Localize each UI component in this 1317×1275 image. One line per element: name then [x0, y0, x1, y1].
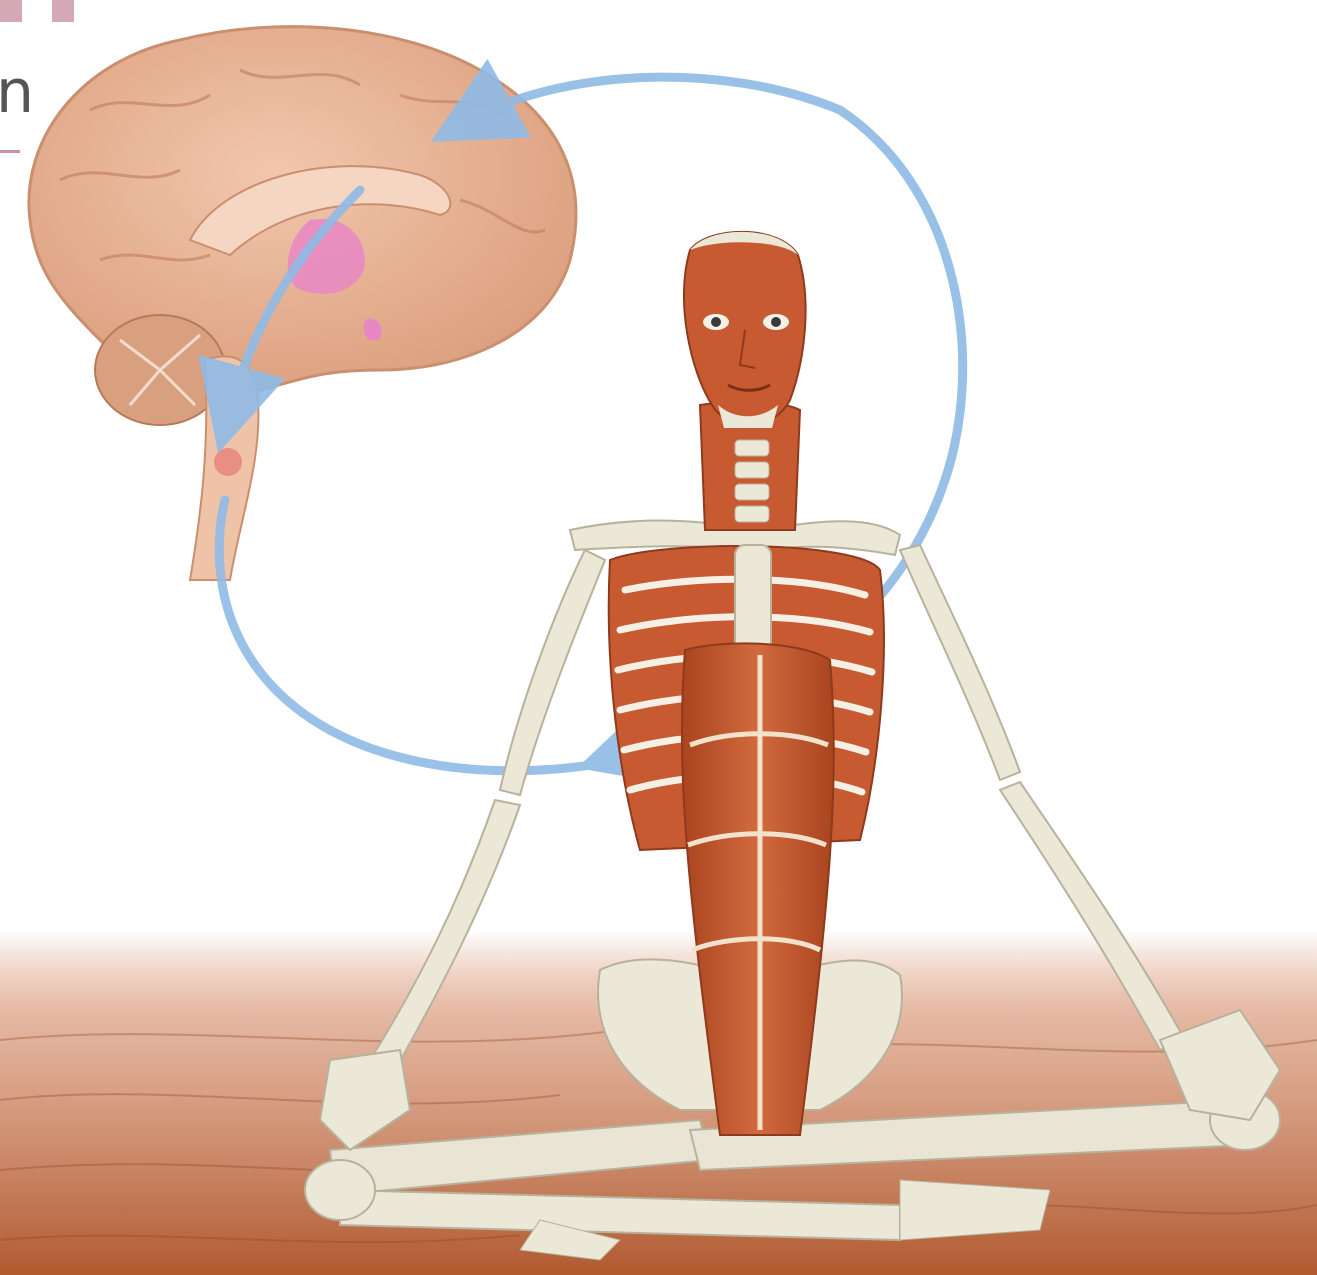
brainstem-nucleus [214, 448, 242, 476]
head [684, 232, 806, 425]
right-foot [900, 1180, 1050, 1240]
sternum [735, 545, 771, 655]
left-knee [305, 1160, 375, 1220]
left-upper-arm [500, 550, 605, 795]
right-upper-arm [900, 545, 1020, 780]
